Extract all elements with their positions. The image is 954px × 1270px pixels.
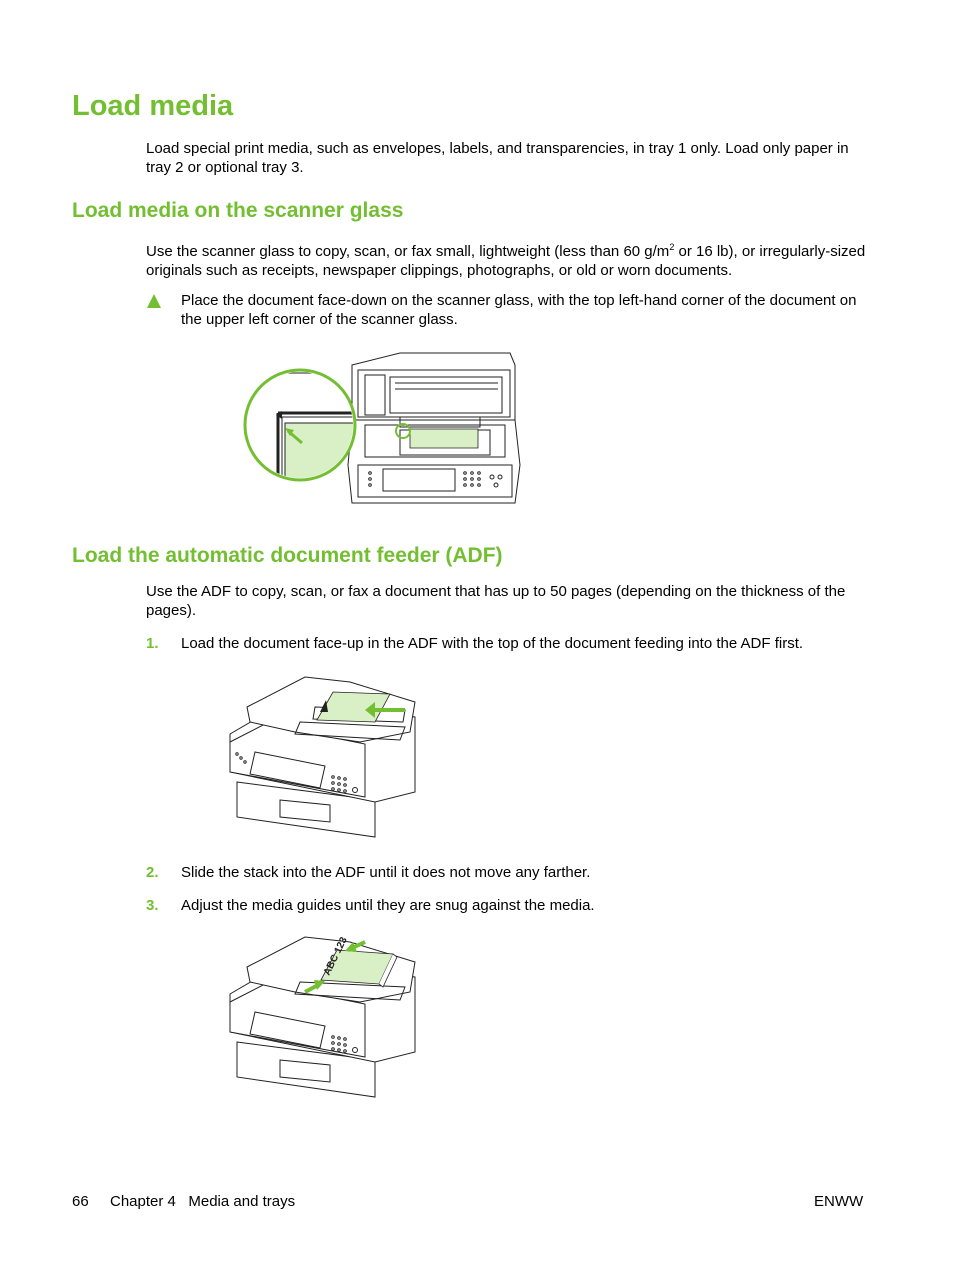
intro-paragraph: Load special print media, such as envelo… <box>146 140 849 176</box>
step-1-text: Load the document face-up in the ADF wit… <box>181 635 804 652</box>
section-title-scanner-glass: Load media on the scanner glass <box>72 199 404 222</box>
section-title-adf: Load the automatic document feeder (ADF) <box>72 544 503 567</box>
scanner-glass-paragraph: Use the scanner glass to copy, scan, or … <box>146 238 868 280</box>
step-3-number: 3. <box>146 897 159 914</box>
step-1-number: 1. <box>146 635 159 652</box>
scanner-glass-illustration <box>243 352 521 504</box>
step-2-number: 2. <box>146 864 159 881</box>
adf-paragraph: Use the ADF to copy, scan, or fax a docu… <box>146 583 846 619</box>
caution-triangle-icon <box>147 294 161 308</box>
adf-load-illustration <box>229 676 416 838</box>
footer-enww: ENWW <box>814 1193 864 1210</box>
footer-page-number: 66 <box>72 1193 89 1210</box>
footer-chapter: Chapter 4 Media and trays <box>110 1193 296 1210</box>
adf-guides-illustration: ABC 123 <box>229 935 416 1098</box>
step-2-text: Slide the stack into the ADF until it do… <box>181 864 591 881</box>
page-title: Load media <box>72 90 234 122</box>
scanner-glass-instruction: Place the document face-down on the scan… <box>181 292 857 328</box>
scanner-glass-paragraph-part2: or 16 lb), or irregularly-sized original… <box>146 243 866 279</box>
scanner-glass-paragraph-part1: Use the scanner glass to copy, scan, or … <box>146 243 670 260</box>
superscript: 2 <box>669 242 675 252</box>
step-3-text: Adjust the media guides until they are s… <box>181 897 595 914</box>
